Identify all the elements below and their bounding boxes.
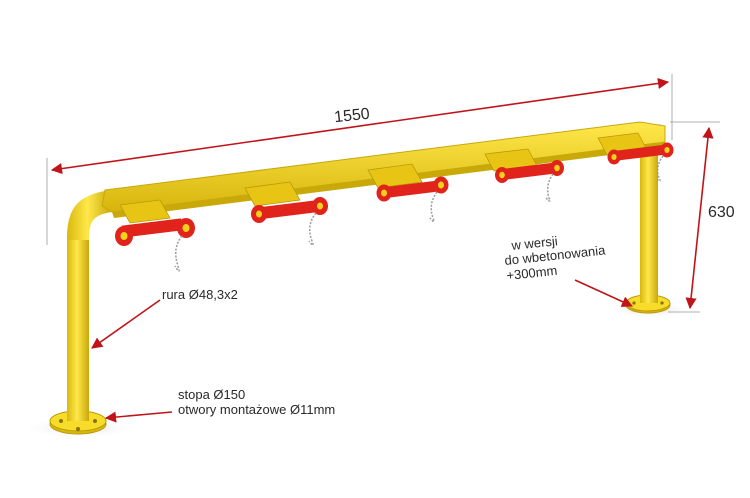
pipe-label: rura Ø48,3x2 [162, 287, 238, 302]
length-label: 1550 [333, 106, 370, 127]
concrete-label-line3: +300mm [506, 263, 558, 283]
height-dimension: 630 [668, 121, 735, 313]
pipe-annotation: rura Ø48,3x2 [91, 287, 238, 349]
foot-label-line2: otwory montażowe Ø11mm [178, 402, 335, 417]
left-post [49, 190, 112, 435]
length-arrow [50, 77, 670, 175]
foot-label-line1: stopa Ø150 [178, 387, 245, 402]
height-label: 630 [708, 204, 735, 221]
foot-annotation: stopa Ø150 otwory montażowe Ø11mm [104, 387, 335, 423]
concrete-annotation: w wersji do wbetonowania +300mm [504, 233, 634, 307]
height-arrow [685, 126, 714, 310]
bike-slot-2 [244, 181, 328, 246]
length-dimension: 1550 [46, 74, 673, 245]
bike-slot-1 [115, 199, 195, 272]
concrete-label-line1: w wersji [510, 233, 559, 253]
